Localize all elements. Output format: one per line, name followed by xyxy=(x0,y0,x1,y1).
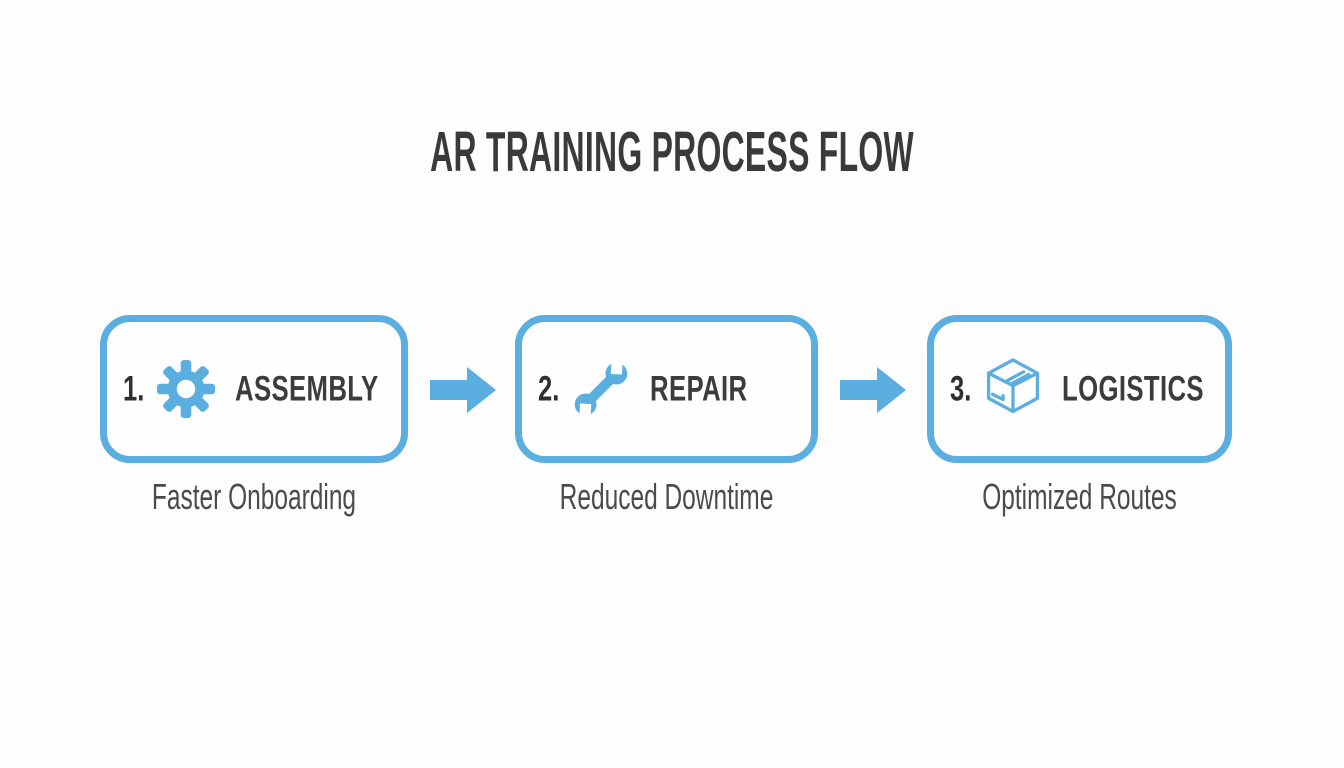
step-number: 1. xyxy=(123,369,145,409)
gear-icon xyxy=(153,356,219,422)
arrow-right-icon xyxy=(840,367,906,413)
wrench-icon xyxy=(568,356,634,422)
step-box-assembly: 1. ASSEMBLY xyxy=(100,315,408,463)
step-caption: Optimized Routes xyxy=(982,476,1177,517)
step-label: REPAIR xyxy=(650,369,748,409)
step-caption: Faster Onboarding xyxy=(151,476,357,517)
step-number: 3. xyxy=(950,369,972,409)
step-label: ASSEMBLY xyxy=(235,369,379,409)
step-label: LOGISTICS xyxy=(1062,369,1204,409)
diagram-title: AR TRAINING PROCESS FLOW xyxy=(430,120,914,184)
step-box-repair: 2. REPAIR xyxy=(515,315,818,463)
arrow-right-icon xyxy=(430,367,496,413)
step-number: 2. xyxy=(538,369,560,409)
step-box-logistics: 3. LOGISTICS xyxy=(927,315,1232,463)
package-icon xyxy=(980,356,1046,422)
step-caption: Reduced Downtime xyxy=(559,476,774,517)
